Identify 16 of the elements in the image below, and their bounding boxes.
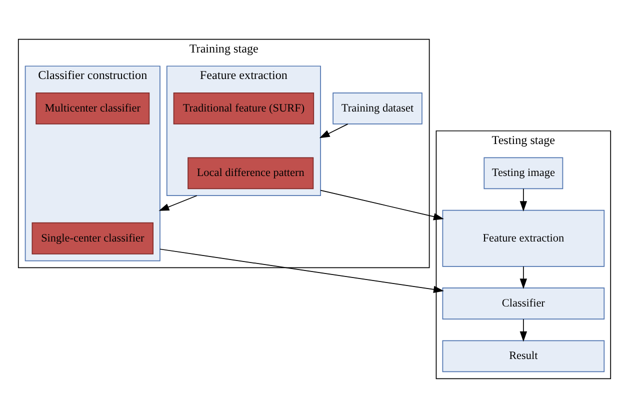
arrow: [319, 123, 348, 138]
node-box: Testing image: [484, 156, 564, 189]
node-box: Traditional feature (SURF): [173, 92, 314, 124]
arrow: [520, 318, 528, 342]
arrow: [320, 189, 444, 220]
node-box: Training dataset: [332, 92, 422, 124]
arrow: [158, 194, 198, 210]
node-box: Multicenter classifier: [36, 92, 150, 124]
arrow: [160, 248, 444, 293]
node-box: Feature extraction: [442, 209, 605, 266]
node-box: Result: [442, 340, 605, 372]
node-box: Local difference pattern: [188, 156, 314, 189]
arrow: [520, 266, 528, 288]
arrow: [520, 188, 528, 211]
node-box: Single-center classifier: [32, 222, 154, 254]
node-box: Classifier: [442, 287, 605, 319]
